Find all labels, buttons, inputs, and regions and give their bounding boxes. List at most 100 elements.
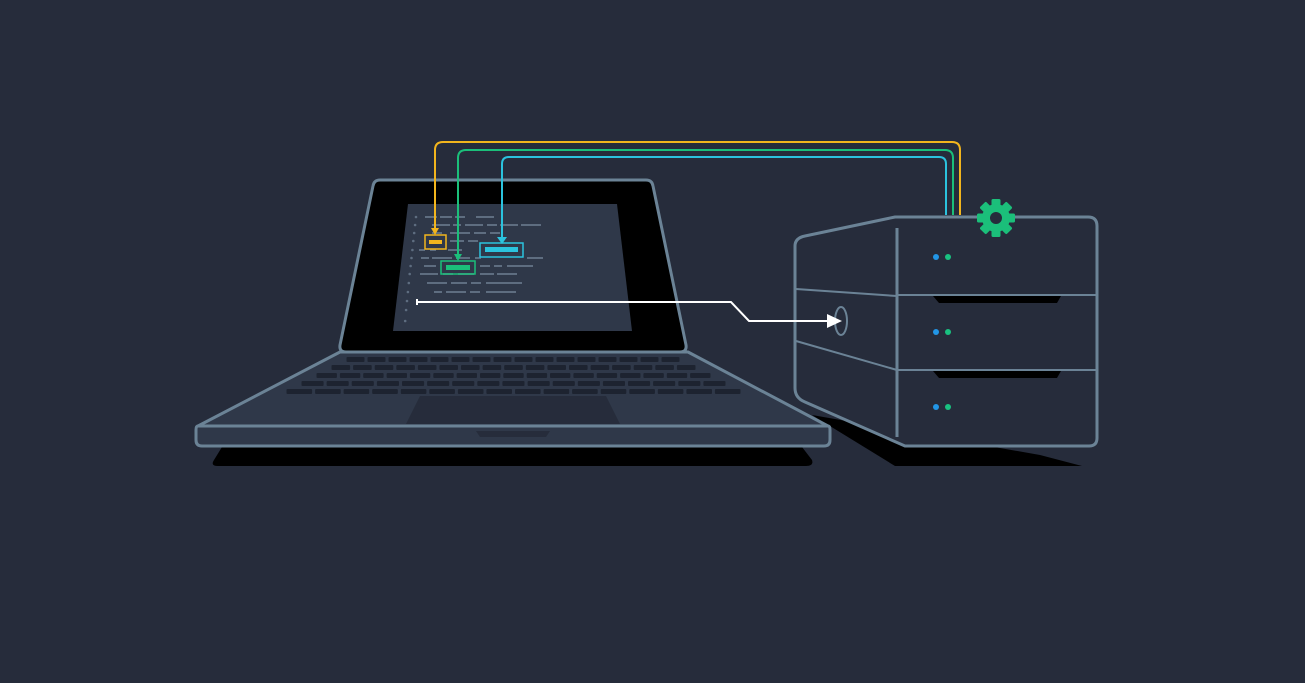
code-line (521, 224, 541, 226)
code-line (446, 291, 466, 293)
keyboard-key (640, 357, 659, 362)
arrow-icon (431, 228, 439, 235)
keyboard-key (676, 365, 696, 370)
code-line (497, 273, 517, 275)
arrow-icon (497, 237, 507, 244)
keyboard-key (301, 381, 324, 386)
code-block-cyan (479, 242, 524, 258)
keyboard-key (452, 381, 475, 386)
keyboard-key (653, 381, 676, 386)
line-number-dot (403, 319, 407, 323)
keyboard-key (439, 365, 458, 370)
laptop-icon (194, 178, 832, 466)
keyboard-key (386, 373, 407, 378)
line-number-dot (405, 299, 409, 303)
keyboard-key (457, 389, 484, 394)
laptop-touchpad (406, 396, 620, 424)
keyboard-key (376, 381, 399, 386)
keyboard-key (552, 381, 575, 386)
keyboard-key (480, 373, 501, 378)
code-line (507, 265, 533, 267)
keyboard (286, 357, 741, 394)
code-line (465, 224, 483, 226)
keyboard-key (666, 373, 688, 378)
line-number-dot (411, 248, 414, 252)
led-green (945, 404, 951, 410)
keyboard-key (286, 389, 313, 394)
keyboard-key (477, 381, 500, 386)
keyboard-key (661, 357, 680, 362)
keyboard-key (686, 389, 712, 394)
keyboard-key (343, 389, 370, 394)
code-lines (403, 215, 543, 323)
keyboard-key (573, 373, 594, 378)
keyboard-key (655, 365, 674, 370)
laptop-shadow (212, 447, 813, 466)
line-number-dot (409, 264, 412, 268)
keyboard-key (456, 373, 477, 378)
arrow-icon (827, 314, 842, 328)
keyboard-key (451, 357, 470, 362)
code-line (476, 216, 494, 218)
server-drawer-slot (933, 371, 1061, 378)
keyboard-key (374, 365, 394, 370)
code-line (421, 257, 429, 259)
connector-cyan (501, 156, 947, 237)
code-line (527, 257, 543, 259)
line-number-dot (408, 272, 412, 276)
server-shelf-line (795, 340, 898, 371)
keyboard-key (514, 357, 533, 362)
keyboard-key (619, 357, 638, 362)
server-icon (793, 215, 1099, 466)
deploy-line (416, 299, 842, 328)
keyboard-key (402, 381, 425, 386)
keyboard-key (417, 365, 437, 370)
keyboard-key (400, 389, 427, 394)
line-number-dot (413, 223, 417, 227)
keyboard-key (331, 365, 351, 370)
code-line (456, 257, 470, 259)
code-line (475, 257, 481, 259)
code-line (500, 224, 518, 226)
line-number-dot (407, 281, 411, 285)
keyboard-key (372, 389, 398, 394)
keyboard-key (315, 389, 341, 394)
keyboard-key (690, 373, 711, 378)
keyboard-key (353, 365, 372, 370)
code-line (455, 216, 465, 218)
led-blue (933, 254, 939, 260)
keyboard-key (339, 373, 361, 378)
keyboard-key (396, 365, 415, 370)
keyboard-key (351, 381, 374, 386)
led-blue (933, 404, 939, 410)
code-line (451, 282, 467, 284)
line-number-dot (412, 239, 415, 243)
line-number-dot (412, 231, 416, 235)
keyboard-key (678, 381, 701, 386)
code-block-yellow (424, 234, 447, 250)
keyboard-key (577, 381, 600, 386)
code-line (494, 265, 502, 267)
led-green (945, 329, 951, 335)
keyboard-key (527, 381, 550, 386)
keyboard-key (367, 357, 386, 362)
keyboard-key (316, 373, 337, 378)
keyboard-key (461, 365, 480, 370)
keyboard-key (502, 381, 525, 386)
keyboard-key (486, 389, 512, 394)
keyboard-key (429, 389, 455, 394)
keyboard-key (472, 357, 491, 362)
keyboard-key (598, 357, 617, 362)
keyboard-key (600, 389, 627, 394)
laptop-screen (393, 204, 632, 331)
line-number-dot (406, 290, 410, 294)
code-line (487, 224, 497, 226)
led-green (945, 254, 951, 260)
code-line (434, 291, 442, 293)
server-drawer-slot (933, 296, 1061, 303)
code-line (430, 249, 436, 251)
keyboard-key (409, 357, 428, 362)
line-number-dot (404, 308, 408, 312)
keyboard-key (515, 389, 541, 394)
